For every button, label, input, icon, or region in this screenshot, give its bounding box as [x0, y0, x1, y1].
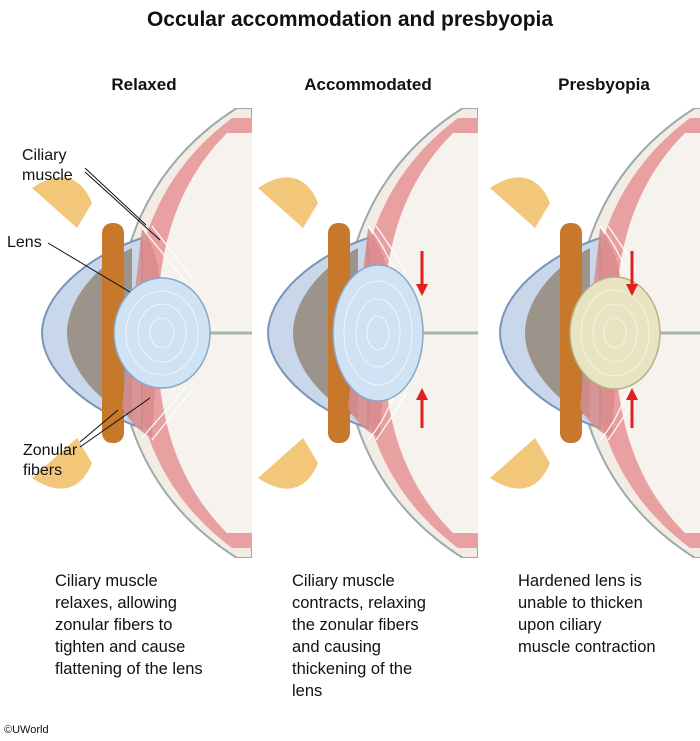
caption-presbyopia: Hardened lens is unable to thicken upon …: [518, 572, 656, 656]
lens-hardened: [569, 276, 661, 390]
figure-title: Occular accommodation and presbyopia: [146, 8, 554, 31]
lens-clear: [332, 264, 424, 402]
label-lens: Lens: [7, 234, 42, 251]
contraction-arrows: [416, 251, 428, 428]
eye-diagram-accommodated: [258, 108, 478, 558]
lens-clear: [113, 277, 211, 389]
column-heading-accommodated: Accommodated: [304, 75, 432, 94]
label-zonular-fibers: Zonular fibers: [23, 442, 78, 479]
caption-accommodated: Ciliary muscle contracts, relaxing the z…: [292, 572, 426, 700]
eye-diagram-presbyopia: [490, 108, 700, 558]
copyright-notice: ©UWorld: [4, 724, 49, 736]
column-heading-presbyopia: Presbyopia: [558, 75, 650, 94]
contraction-arrows: [626, 251, 638, 428]
column-heading-relaxed: Relaxed: [111, 75, 177, 94]
caption-relaxed: Ciliary muscle relaxes, allowing zonular…: [55, 572, 203, 678]
label-ciliary-muscle: Ciliary muscle: [22, 147, 73, 184]
